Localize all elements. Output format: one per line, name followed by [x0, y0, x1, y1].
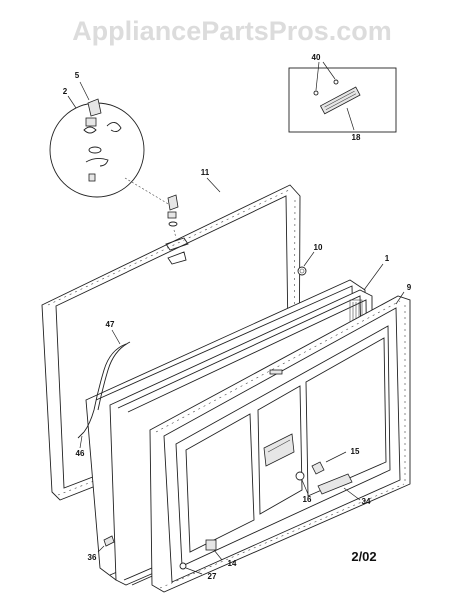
- inset-box-handle-detail: [288, 61, 397, 133]
- callout-18: 18: [352, 133, 361, 142]
- plug-button: [297, 266, 307, 276]
- callout-16: 16: [303, 495, 312, 504]
- callout-40: 40: [312, 53, 321, 62]
- heater-wire: [77, 329, 131, 449]
- callout-27: 27: [208, 572, 217, 581]
- watermark-text: AppliancePartsPros.com: [72, 16, 392, 46]
- hinge-detail-circle: [49, 81, 171, 206]
- callout-46: 46: [76, 449, 85, 458]
- door-outer-frame: [149, 295, 411, 593]
- callout-15: 15: [351, 447, 360, 456]
- hinge-parts: [165, 194, 189, 265]
- leader-lines: [206, 177, 405, 305]
- callout-1: 1: [385, 254, 390, 263]
- callout-5: 5: [75, 71, 80, 80]
- date-code: 2/02: [351, 549, 376, 564]
- callout-2: 2: [63, 87, 68, 96]
- callout-34: 34: [362, 497, 371, 506]
- callout-14: 14: [228, 559, 237, 568]
- callout-36: 36: [88, 553, 97, 562]
- callout-9: 9: [407, 283, 412, 292]
- callout-11: 11: [201, 168, 210, 177]
- callout-47: 47: [106, 320, 115, 329]
- callout-10: 10: [314, 243, 323, 252]
- bottom-small-parts: [97, 535, 223, 575]
- handle-parts: [295, 451, 361, 501]
